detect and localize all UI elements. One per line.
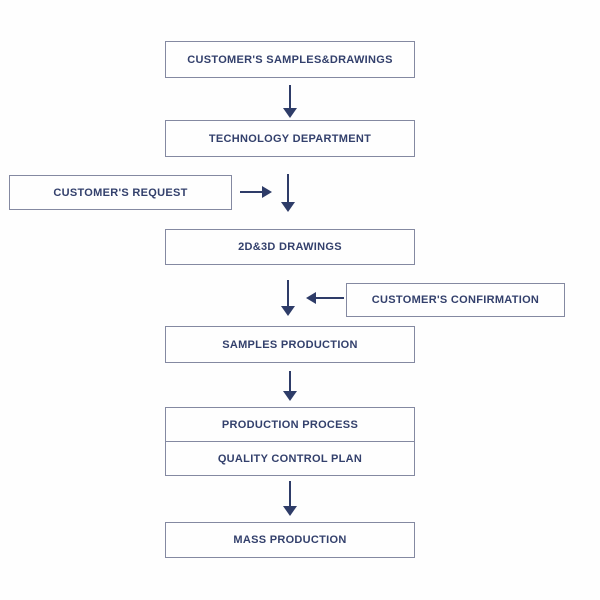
node-technology-department: TECHNOLOGY DEPARTMENT [165,120,415,157]
node-label: CUSTOMER'S SAMPLES&DRAWINGS [187,53,393,66]
arrow-head [283,506,297,516]
node-production-process-quality-plan: PRODUCTION PROCESS QUALITY CONTROL PLAN [165,407,415,476]
arrow-shaft [287,174,289,202]
arrow-shaft [240,191,262,193]
node-customers-confirmation: CUSTOMER'S CONFIRMATION [346,283,565,317]
arrow-down-icon [283,481,297,516]
arrow-down-icon [281,174,295,212]
node-row-quality-control-plan: QUALITY CONTROL PLAN [166,442,414,475]
node-label: PRODUCTION PROCESS [221,418,359,431]
node-mass-production: MASS PRODUCTION [165,522,415,558]
node-label: MASS PRODUCTION [233,534,347,546]
node-label: CUSTOMER'S CONFIRMATION [371,294,540,306]
arrow-shaft [289,481,291,506]
arrow-head [281,306,295,316]
node-2d-3d-drawings: 2D&3D DRAWINGS [165,229,415,265]
node-label: 2D&3D DRAWINGS [238,241,342,253]
arrow-shaft [287,280,289,306]
arrow-head [281,202,295,212]
arrow-shaft [289,85,291,108]
arrow-down-icon [281,280,295,316]
node-label: TECHNOLOGY DEPARTMENT [208,132,372,145]
arrow-right-icon [240,186,272,198]
arrow-head [306,292,316,304]
node-row-production-process: PRODUCTION PROCESS [166,408,414,442]
node-customers-request: CUSTOMER'S REQUEST [9,175,232,210]
arrow-head [283,391,297,401]
arrow-shaft [316,297,344,299]
node-samples-production: SAMPLES PRODUCTION [165,326,415,363]
arrow-down-icon [283,85,297,118]
node-label: QUALITY CONTROL PLAN [217,452,363,465]
arrow-down-icon [283,371,297,401]
arrow-left-icon [306,292,344,304]
node-label: SAMPLES PRODUCTION [222,338,358,351]
arrow-head [262,186,272,198]
node-label: CUSTOMER'S REQUEST [53,186,188,199]
node-customers-samples-drawings: CUSTOMER'S SAMPLES&DRAWINGS [165,41,415,78]
arrow-shaft [289,371,291,391]
arrow-head [283,108,297,118]
